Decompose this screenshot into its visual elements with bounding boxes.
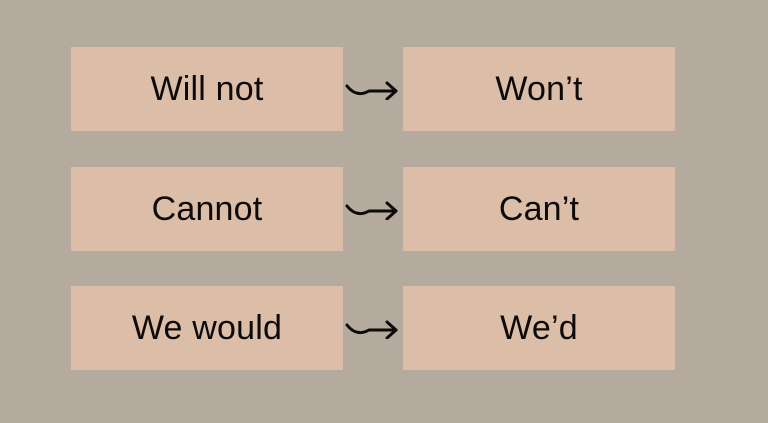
source-phrase-box: Cannot <box>71 167 343 251</box>
contraction-text: Can’t <box>498 189 580 228</box>
right-arrow-icon <box>345 198 399 220</box>
source-phrase: Will not <box>150 69 264 108</box>
right-arrow-icon <box>345 317 399 339</box>
contraction-box: We’d <box>403 286 675 370</box>
contraction-box: Can’t <box>403 167 675 251</box>
right-arrow-icon <box>345 78 399 100</box>
contraction-row: Cannot Can’t <box>0 167 768 251</box>
contraction-box: Won’t <box>403 47 675 131</box>
contraction-text: We’d <box>500 308 578 347</box>
contraction-row: Will not Won’t <box>0 47 768 131</box>
contraction-row: We would We’d <box>0 286 768 370</box>
source-phrase: Cannot <box>151 189 263 228</box>
source-phrase: We would <box>131 308 283 347</box>
source-phrase-box: Will not <box>71 47 343 131</box>
source-phrase-box: We would <box>71 286 343 370</box>
contraction-text: Won’t <box>495 69 583 108</box>
